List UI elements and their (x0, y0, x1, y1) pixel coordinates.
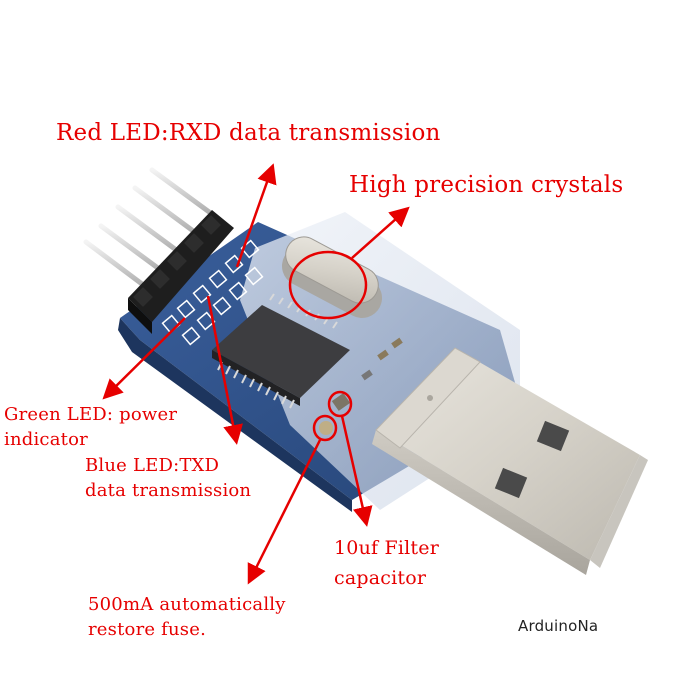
red-led-label: Red LED:RXD data transmission (56, 120, 441, 146)
blue-led-label-line2: data transmission (85, 480, 252, 501)
fuse-label-line1: 500mA automatically (88, 594, 286, 615)
blue-led-label-line1: Blue LED:TXD (85, 455, 220, 476)
green-led-arrow (102, 317, 186, 400)
capacitor-highlight-circle (327, 390, 353, 418)
blue-led-label: Blue LED:TXD data transmission (85, 453, 251, 503)
green-led-label-line2: indicator (4, 429, 88, 450)
capacitor-label: 10uf Filter capacitor (334, 533, 439, 593)
green-led-label-line1: Green LED: power (4, 404, 178, 425)
crystal-arrow (351, 206, 410, 259)
fuse-label-line2: restore fuse. (88, 619, 207, 640)
crystal-label: High precision crystals (349, 172, 624, 198)
blue-led-arrow (206, 295, 243, 445)
red-led-arrow (235, 163, 277, 268)
usb-a-connector (372, 347, 648, 575)
ic-chip (212, 293, 350, 409)
annotation-graphics (102, 163, 410, 585)
smd-components (319, 337, 403, 435)
fuse-label: 500mA automatically restore fuse. (88, 592, 286, 642)
watermark: ArduinoNa (518, 617, 599, 635)
capacitor-label-line2: capacitor (334, 567, 427, 589)
green-led-label: Green LED: power indicator (4, 402, 177, 452)
capacitor-arrow (340, 415, 373, 527)
fuse-arrow (247, 439, 322, 585)
crystal-highlight-circle (288, 250, 368, 320)
capacitor-label-line1: 10uf Filter (334, 537, 439, 559)
fuse-highlight-circle (312, 414, 338, 442)
header-pins (83, 167, 234, 334)
